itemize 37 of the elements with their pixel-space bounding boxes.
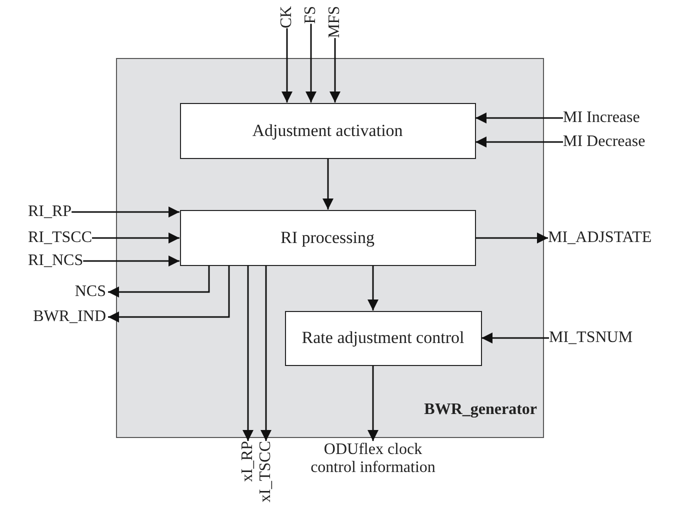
- arrow: [476, 112, 563, 124]
- process-box: Rate adjustment control: [284, 310, 482, 366]
- arrow: [108, 266, 230, 322]
- arrow: [260, 266, 272, 441]
- signal-label: CK: [279, 6, 295, 28]
- signal-label: MI Increase: [563, 109, 640, 127]
- arrow: [368, 266, 378, 310]
- arrow: [306, 24, 316, 102]
- arrow: [330, 38, 340, 102]
- signal-label: FS: [303, 6, 319, 24]
- module-box: [116, 58, 544, 438]
- signal-label: xI_RP: [240, 441, 256, 482]
- arrow: [322, 158, 334, 210]
- signal-label: MI Decrease: [563, 133, 646, 151]
- arrow: [92, 232, 180, 244]
- arrow: [482, 332, 549, 344]
- arrow: [72, 206, 180, 218]
- arrow: [476, 232, 548, 244]
- signal-label: MFS: [327, 6, 343, 38]
- module-title: BWR_generator: [424, 401, 537, 419]
- arrow: [476, 136, 563, 148]
- signal-label: xI_TSCC: [258, 441, 274, 502]
- process-box: RI processing: [180, 210, 476, 266]
- signal-label: NCS: [74, 283, 106, 301]
- process-box: Adjustment activation: [180, 102, 476, 158]
- signal-label: RI_TSCC: [28, 229, 92, 247]
- signal-label: BWR_IND: [33, 308, 106, 326]
- arrow: [108, 266, 210, 298]
- arrow: [83, 256, 180, 266]
- signal-label: MI_TSNUM: [549, 329, 633, 347]
- signal-label: RI_NCS: [28, 252, 84, 270]
- arrow: [282, 28, 292, 102]
- signal-label: ODUflex clock control information: [303, 441, 443, 477]
- arrow: [368, 366, 378, 441]
- arrow: [242, 266, 254, 441]
- signal-label: MI_ADJSTATE: [548, 229, 652, 247]
- signal-label: RI_RP: [28, 203, 72, 221]
